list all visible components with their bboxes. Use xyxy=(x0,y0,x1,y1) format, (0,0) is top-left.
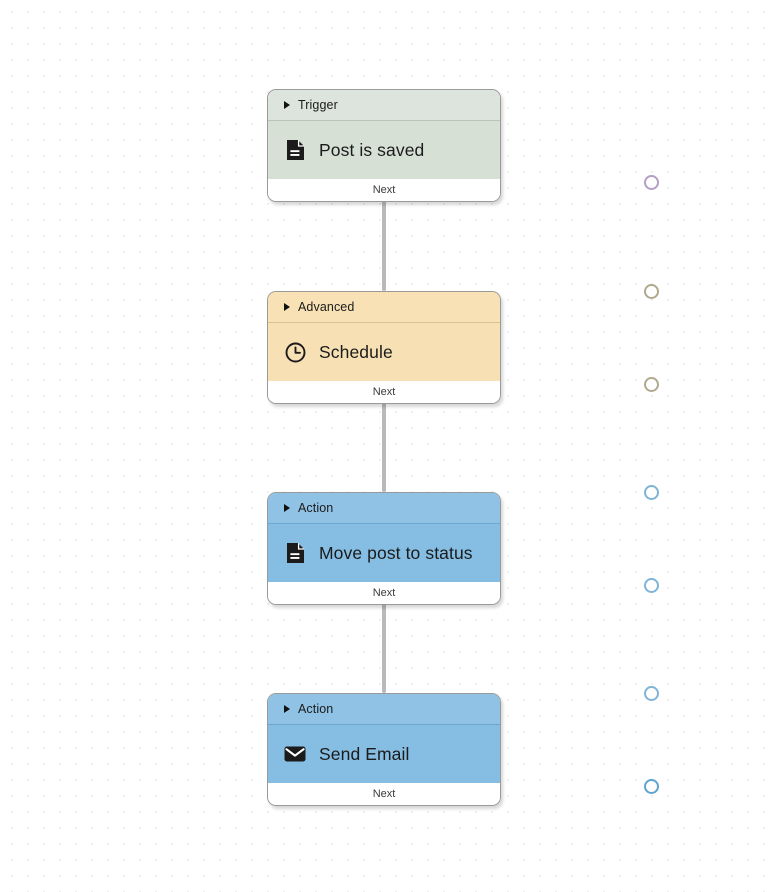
input-port[interactable] xyxy=(643,685,659,701)
node-footer-label: Next xyxy=(372,184,396,196)
node-body[interactable]: Post is saved xyxy=(268,121,500,179)
node-footer-next[interactable]: Next xyxy=(268,783,500,805)
node-category-label: Action xyxy=(298,702,334,716)
node-title: Schedule xyxy=(319,341,393,362)
node-title: Move post to status xyxy=(319,542,473,563)
node-divider xyxy=(268,322,500,323)
chevron-right-icon[interactable] xyxy=(284,705,290,713)
node-category-label: Trigger xyxy=(298,98,338,112)
node-title: Send Email xyxy=(319,743,410,764)
edge-trigger-to-advanced[interactable] xyxy=(382,192,386,291)
node-category-label: Advanced xyxy=(298,300,355,314)
node-header[interactable]: Advanced xyxy=(268,292,500,322)
document-icon xyxy=(284,542,306,564)
node-footer-label: Next xyxy=(372,587,396,599)
node-title: Post is saved xyxy=(319,139,425,160)
input-port[interactable] xyxy=(643,484,659,500)
document-icon xyxy=(284,139,306,161)
chevron-right-icon[interactable] xyxy=(284,101,290,109)
node-body[interactable]: Move post to status xyxy=(268,524,500,582)
envelope-icon xyxy=(284,743,306,765)
node-footer-next[interactable]: Next xyxy=(268,582,500,604)
node-header[interactable]: Action xyxy=(268,694,500,724)
node-header[interactable]: Trigger xyxy=(268,90,500,120)
node-divider xyxy=(268,120,500,121)
node-divider xyxy=(268,724,500,725)
node-body[interactable]: Schedule xyxy=(268,323,500,381)
input-port[interactable] xyxy=(643,283,659,299)
node-footer-label: Next xyxy=(372,386,396,398)
clock-icon xyxy=(284,341,306,363)
output-port[interactable] xyxy=(643,577,659,593)
edge-action-move-to-send-email[interactable] xyxy=(382,594,386,693)
node-category-label: Action xyxy=(298,501,334,515)
node-footer-label: Next xyxy=(372,788,396,800)
chevron-right-icon[interactable] xyxy=(284,504,290,512)
node-footer-next[interactable]: Next xyxy=(268,381,500,403)
node-body[interactable]: Send Email xyxy=(268,725,500,783)
node-footer-next[interactable]: Next xyxy=(268,179,500,201)
node-action-send-email[interactable]: Action Send Email Next xyxy=(267,685,659,806)
node-advanced-schedule[interactable]: Advanced Schedule Next xyxy=(267,283,659,404)
node-action-move-post-to-status[interactable]: Action Move post to status Next xyxy=(267,484,659,605)
node-header[interactable]: Action xyxy=(268,493,500,523)
output-port[interactable] xyxy=(643,376,659,392)
chevron-right-icon[interactable] xyxy=(284,303,290,311)
edge-advanced-to-action-move[interactable] xyxy=(382,393,386,492)
output-port[interactable] xyxy=(643,778,659,794)
output-port[interactable] xyxy=(643,174,659,190)
node-trigger-post-is-saved[interactable]: Trigger Post is saved Next xyxy=(267,89,659,202)
node-divider xyxy=(268,523,500,524)
